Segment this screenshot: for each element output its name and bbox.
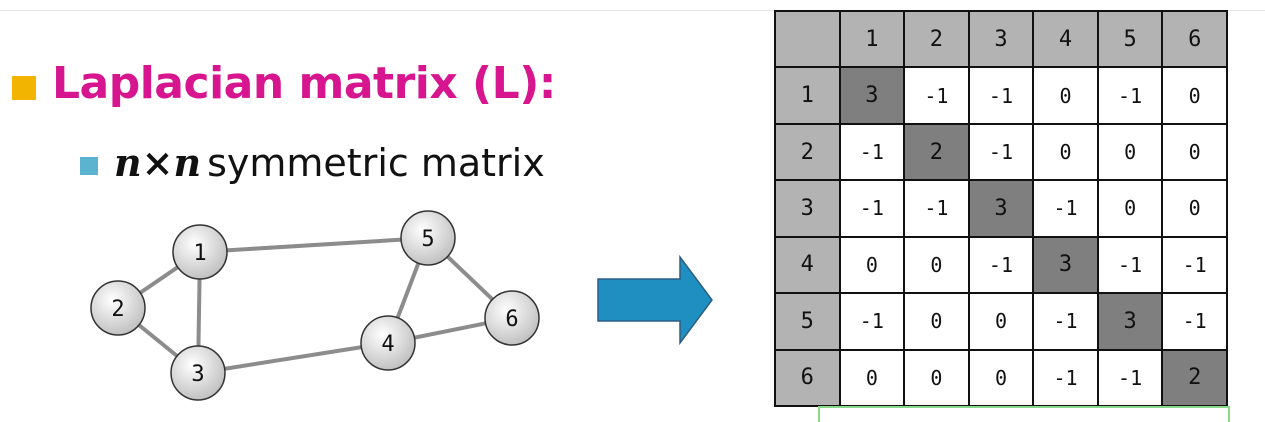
graph-node-1: 1 (172, 224, 228, 280)
graph-node-label: 3 (191, 362, 204, 387)
graph-node-circle (400, 210, 456, 266)
matrix-cell: -1 (1032, 179, 1099, 238)
matrix-diagonal-cell: 2 (903, 122, 970, 182)
matrix-cell: -1 (967, 122, 1035, 182)
matrix-cell: -1 (838, 179, 906, 238)
matrix-column-header: 1 (838, 9, 906, 69)
matrix-row-header: 5 (774, 292, 841, 351)
matrix-diagonal-cell: 3 (967, 179, 1035, 238)
matrix-diagonal-cell: 3 (1032, 235, 1099, 295)
graph-node-3: 3 (170, 345, 226, 401)
matrix-cell: -1 (1032, 292, 1099, 351)
matrix-cell: 0 (1161, 66, 1228, 125)
matrix-row-header: 2 (774, 122, 841, 182)
graph-node-2: 2 (90, 280, 146, 336)
matrix-cell: -1 (838, 122, 906, 182)
matrix-cell: -1 (1161, 235, 1228, 295)
top-divider (0, 10, 1265, 11)
matrix-cell: 0 (903, 348, 970, 408)
matrix-column-header: 2 (903, 9, 970, 69)
matrix-cell: 0 (838, 235, 906, 295)
graph-node-label: 6 (505, 307, 518, 332)
matrix-cell: 0 (903, 235, 970, 295)
matrix-cell: 0 (1032, 66, 1099, 125)
matrix-corner-cell (774, 9, 841, 69)
graph-node-circle (170, 345, 226, 401)
matrix-cell: -1 (903, 66, 970, 125)
graph-node-circle (484, 290, 540, 346)
matrix-description: symmetric matrix (207, 141, 545, 185)
graph-node-label: 5 (421, 227, 434, 252)
matrix-dimension: n×n (114, 140, 202, 185)
graph-node-label: 4 (381, 332, 394, 357)
matrix-cell: 0 (1161, 179, 1228, 238)
matrix-cell: 0 (967, 292, 1035, 351)
matrix-cell: 0 (838, 348, 906, 408)
matrix-row-header: 6 (774, 348, 841, 408)
sub-bullet-square-icon (80, 157, 98, 175)
matrix-cell: -1 (1096, 66, 1164, 125)
matrix-cell: -1 (1161, 292, 1228, 351)
matrix-cell: -1 (903, 179, 970, 238)
matrix-diagonal-cell: 2 (1161, 348, 1228, 408)
matrix-cell: -1 (967, 235, 1035, 295)
matrix-column-header: 3 (967, 9, 1035, 69)
slide-heading: Laplacian matrix (L): (52, 58, 556, 109)
graph-node-4: 4 (360, 315, 416, 371)
matrix-cell: -1 (1032, 348, 1099, 408)
matrix-cell: -1 (967, 66, 1035, 125)
graph-node-5: 5 (400, 210, 456, 266)
matrix-cell: 0 (1161, 122, 1228, 182)
matrix-diagonal-cell: 3 (838, 66, 906, 125)
graph-edge-3-4 (197, 341, 389, 375)
graph-node-circle (360, 315, 416, 371)
graph-node-circle (172, 224, 228, 280)
graph-node-circle (90, 280, 146, 336)
matrix-cell: 0 (1032, 122, 1099, 182)
matrix-column-header: 4 (1032, 9, 1099, 69)
graph-edge-1-5 (199, 236, 429, 254)
matrix-row-header: 3 (774, 179, 841, 238)
graph-diagram: 1 2 3 4 5 6 (90, 210, 540, 401)
graph-nodes: 1 2 3 4 5 6 (90, 210, 540, 401)
matrix-row-header: 1 (774, 66, 841, 125)
matrix-cell: 0 (903, 292, 970, 351)
matrix-cell: -1 (1096, 348, 1164, 408)
matrix-column-header: 5 (1096, 9, 1164, 69)
matrix-cell: -1 (1096, 235, 1164, 295)
matrix-diagonal-cell: 3 (1096, 292, 1164, 351)
matrix-row-header: 4 (774, 235, 841, 295)
matrix-column-header: 6 (1161, 9, 1228, 69)
graph-node-label: 1 (193, 241, 206, 266)
right-arrow-icon (597, 255, 713, 345)
matrix-cell: 0 (1096, 122, 1164, 182)
matrix-cell: 0 (1096, 179, 1164, 238)
matrix-cell: -1 (838, 292, 906, 351)
graph-node-6: 6 (484, 290, 540, 346)
caption-box (818, 406, 1230, 422)
bullet-square-icon (12, 76, 36, 100)
graph-node-label: 2 (111, 297, 124, 322)
matrix-cell: 0 (967, 348, 1035, 408)
